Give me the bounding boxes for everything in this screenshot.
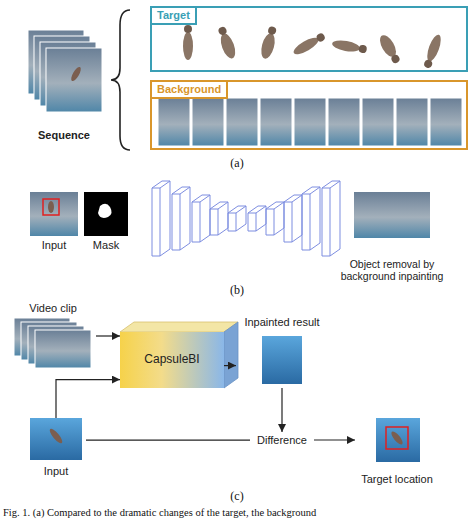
diver-silhouette [377, 33, 403, 66]
target-box [386, 427, 408, 449]
image-panel: Input [26, 418, 86, 478]
image-caption: Target location [361, 473, 433, 486]
diver-head [184, 25, 192, 33]
model-name: CapsuleBI [144, 353, 199, 367]
diver-head [390, 54, 401, 65]
diver-silhouette [331, 39, 367, 55]
diver-head [217, 26, 227, 36]
diver-figure [48, 427, 64, 445]
flow-arrow [56, 380, 120, 418]
flow-arrow [281, 388, 282, 432]
block-top-face [120, 322, 238, 332]
diver-body [425, 33, 444, 63]
panel-label: (b) [230, 283, 244, 298]
image-caption: Video clip [29, 302, 77, 315]
flow-arrow [224, 365, 236, 366]
image-panel: Mask [82, 190, 130, 252]
target-location-image [376, 418, 420, 462]
image-caption: Sequence [38, 129, 90, 142]
flow-arrow [96, 335, 120, 336]
target-box [43, 199, 59, 215]
image-caption: Input [44, 465, 68, 478]
image-panel: Inpainted result [236, 316, 328, 388]
target-group: Target [150, 6, 468, 72]
background-group: Background [150, 80, 468, 150]
diver-body [291, 35, 320, 58]
background-frame [396, 98, 428, 146]
image-caption: Inpainted result [244, 316, 319, 329]
group-heading: Target [150, 6, 197, 25]
inpainted-image [262, 336, 302, 384]
operation-label: Difference [257, 434, 307, 447]
diver-silhouette [422, 33, 443, 69]
diver-body [259, 32, 277, 60]
background-frame [226, 98, 258, 146]
flow-arrow [86, 440, 250, 441]
diver-body [331, 39, 360, 54]
block-side-face [224, 322, 238, 388]
diver-silhouette [259, 25, 279, 60]
diver-head [267, 26, 277, 36]
model-block: CapsuleBI [120, 332, 224, 388]
image-stack: Video clip [10, 302, 96, 370]
video-frame [35, 330, 91, 368]
panel-label: (c) [230, 489, 243, 504]
diver-head [423, 59, 433, 69]
background-frame [260, 98, 292, 146]
image-stack: Sequence [20, 24, 108, 142]
background-frame [192, 98, 224, 146]
diver-silhouette [183, 25, 193, 60]
background-frame [328, 98, 360, 146]
image-caption: Object removal by background inpainting [340, 258, 444, 282]
input-image [30, 192, 78, 236]
image-caption: Input [42, 239, 66, 252]
image-panel: Target location [355, 418, 439, 486]
diver-body [218, 32, 238, 61]
diver-silhouette [291, 31, 326, 57]
background-frame [294, 98, 326, 146]
background-frame [430, 98, 462, 146]
background-frame [158, 98, 190, 146]
background-frame [362, 98, 394, 146]
network-layers [152, 181, 340, 256]
group-heading: Background [150, 80, 228, 99]
image-panel: Object removal by background inpainting [337, 190, 447, 282]
curly-brace [111, 10, 130, 150]
image-panel: Input [26, 190, 82, 252]
mask-image [84, 192, 128, 236]
panel-label: (a) [230, 156, 243, 171]
diver-figure [69, 66, 82, 83]
operation-node: Difference [250, 432, 314, 448]
image-caption: Mask [93, 239, 119, 252]
diver-figure [390, 430, 405, 446]
output-image [354, 192, 430, 238]
diver-body [183, 32, 193, 60]
diver-head [358, 44, 367, 53]
flow-arrow [314, 439, 355, 440]
diver-silhouette [216, 25, 239, 60]
mask-blob [98, 204, 112, 218]
figure-caption: Fig. 1. (a) Compared to the dramatic cha… [3, 507, 316, 518]
input-image [30, 418, 82, 460]
diver-head [315, 32, 326, 43]
video-frame [46, 48, 102, 112]
diver-figure [48, 201, 54, 213]
